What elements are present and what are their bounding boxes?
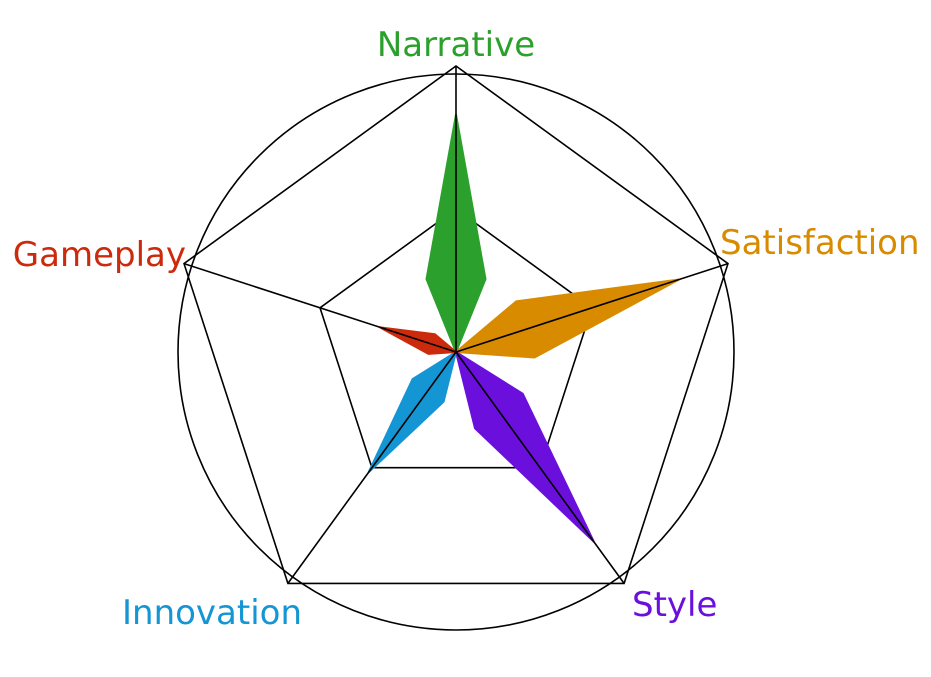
- petal-layer: [367, 113, 680, 543]
- spoke-layer: [183, 66, 729, 584]
- spoke-satisfaction: [455, 262, 729, 353]
- grid-pentagon-1: [319, 208, 593, 469]
- spoke-innovation: [287, 351, 457, 584]
- spoke-style: [455, 351, 625, 584]
- label-layer: Narrative Satisfaction Style Innovation …: [13, 25, 920, 633]
- axis-label-narrative: Narrative: [377, 25, 535, 65]
- axis-label-gameplay: Gameplay: [13, 235, 186, 275]
- axis-label-style: Style: [632, 585, 717, 625]
- axis-label-innovation: Innovation: [122, 593, 302, 633]
- axis-label-satisfaction: Satisfaction: [720, 223, 920, 263]
- spoke-gameplay: [183, 262, 457, 353]
- grid-pentagon-2: [183, 65, 729, 585]
